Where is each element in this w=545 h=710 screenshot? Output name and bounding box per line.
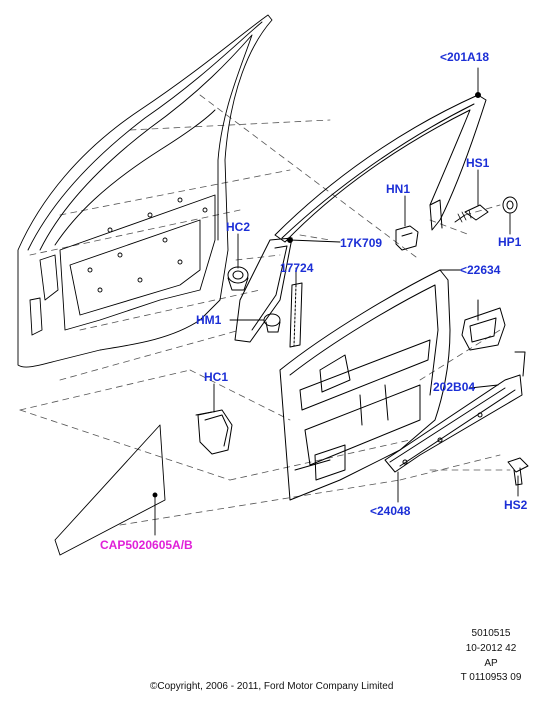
door-trim-panel: [279, 269, 451, 501]
callout-17K709: 17K709: [340, 236, 383, 250]
callout-201A18: <201A18: [440, 50, 490, 64]
footer-ref-1: 5010515: [471, 628, 511, 639]
callout-HS1: HS1: [466, 156, 490, 170]
nut-hn1: [395, 225, 419, 251]
clip-hc2: [227, 266, 249, 291]
callout-24048: <24048: [370, 504, 411, 518]
leader-lines: [152, 67, 519, 536]
door-frame: [17, 14, 273, 368]
callout-HM1: HM1: [196, 313, 222, 327]
plug-hp1: [502, 196, 518, 214]
callout-22634: <22634: [460, 263, 501, 277]
callout-cap-illustration: CAP5020605A/B: [100, 538, 193, 552]
callout-HS2: HS2: [504, 498, 528, 512]
frame-moulding: [274, 92, 487, 243]
screw-hs2: [507, 457, 529, 486]
callout-HP1: HP1: [498, 235, 522, 249]
callout-202B04: 202B04: [433, 380, 476, 394]
screw-hm1: [263, 313, 281, 333]
pull-handle: [461, 299, 506, 351]
callout-HC2: HC2: [226, 220, 251, 234]
clip-hc1: [195, 409, 233, 455]
footer-ref-2: 10-2012 42: [465, 643, 517, 654]
copyright-notice: ©Copyright, 2006 - 2011, Ford Motor Comp…: [150, 681, 394, 692]
armrest-trim: [384, 351, 526, 473]
footer-ref-3: AP: [484, 658, 498, 669]
footer-ref-4: T 0110953 09: [460, 672, 522, 683]
callout-HN1: HN1: [386, 182, 411, 196]
callout-HC1: HC1: [204, 370, 229, 384]
watershield-sheet: [54, 424, 166, 556]
callout-17724: 17724: [280, 261, 314, 275]
projection-lines: [19, 94, 511, 526]
weatherstrip-17724: [289, 282, 303, 348]
screw-hs1: [454, 204, 489, 223]
